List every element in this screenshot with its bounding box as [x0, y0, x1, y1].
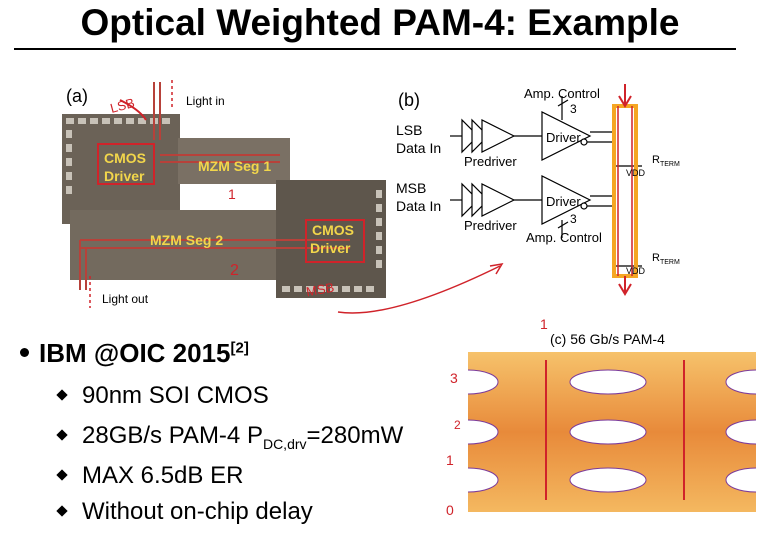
bond-pads	[66, 118, 382, 292]
cmos-driver-2-line2: Driver	[310, 240, 351, 256]
eye-level-0: 0	[446, 502, 454, 518]
cmos-driver-1-line1: CMOS	[104, 150, 146, 166]
light-in-label: Light in	[186, 94, 225, 108]
amp-control-top-label: Amp. Control	[524, 86, 600, 101]
sub-bullet-er: MAX 6.5dB ER	[56, 462, 243, 490]
diamond-bullet-icon	[56, 505, 68, 517]
bus-width-top: 3	[570, 102, 577, 116]
eye-level-1: 1	[446, 452, 454, 468]
driver-top-label: Driver	[546, 130, 581, 145]
lsb-data-in-label: Data In	[396, 140, 442, 156]
amp-control-bottom-label: Amp. Control	[526, 230, 602, 245]
msb-data-in-label: Data In	[396, 198, 442, 214]
diamond-bullet-icon	[56, 429, 68, 441]
driver-schematic	[450, 84, 642, 296]
annotation-1: 1	[228, 186, 236, 202]
pam4-eye-diagram	[468, 352, 756, 512]
hand-annotations	[97, 99, 365, 263]
title-divider	[14, 48, 736, 50]
vdd-bottom-label: VDD	[626, 266, 646, 276]
lsb-label: LSB	[396, 122, 423, 138]
panel-a-label: (a)	[66, 86, 88, 106]
predriver-bottom-label: Predriver	[464, 218, 517, 233]
rterm-bottom-label: RTERM	[652, 252, 680, 267]
main-bullet: IBM @OIC 2015[2]	[20, 338, 249, 369]
eye-level-2: 2	[454, 418, 461, 432]
rterm-top-label: RTERM	[652, 154, 680, 169]
bullet-dot	[20, 347, 29, 357]
sub-bullet-delay: Without on-chip delay	[56, 498, 313, 526]
msb-label: MSB	[396, 180, 427, 196]
panel-b-label: (b)	[398, 90, 420, 110]
vdd-top-label: VDD	[626, 168, 646, 178]
reference-marker: [2]	[230, 339, 249, 357]
driver-bottom-label: Driver	[546, 194, 581, 209]
eye-panel-label: (c) 56 Gb/s PAM-4	[550, 331, 665, 347]
hand-drawn-arrow	[337, 262, 504, 314]
diamond-bullet-icon	[56, 389, 68, 401]
schematic-lines	[450, 96, 642, 267]
light-out-label: Light out	[102, 292, 149, 306]
annotation-2: 2	[230, 262, 239, 279]
eye-openings	[468, 369, 756, 493]
cmos-driver-2-line1: CMOS	[312, 222, 354, 238]
electrode-lines	[612, 84, 638, 296]
eye-markers	[545, 360, 685, 500]
eye-marker-label: 1	[540, 316, 548, 332]
mzm-seg2-block	[70, 210, 282, 280]
light-arrows	[89, 80, 173, 308]
sub-bullet-power: 28GB/s PAM-4 PDC,drv=280mW	[56, 422, 403, 452]
eye-level-3: 3	[450, 370, 458, 386]
predriver-top-label: Predriver	[464, 154, 517, 169]
page-title: Optical Weighted PAM-4: Example	[80, 2, 680, 43]
mzm-seg2-label: MZM Seg 2	[150, 232, 224, 248]
sub-bullet-process: 90nm SOI CMOS	[56, 382, 269, 410]
chip-micrograph	[62, 80, 386, 308]
cmos-driver-1-line2: Driver	[104, 168, 145, 184]
diamond-bullet-icon	[56, 469, 68, 481]
mzm-seg1-label: MZM Seg 1	[198, 158, 272, 174]
watermark: https://blog.csdn.net/weixin_46664706	[470, 512, 658, 524]
bus-width-bottom: 3	[570, 212, 577, 226]
